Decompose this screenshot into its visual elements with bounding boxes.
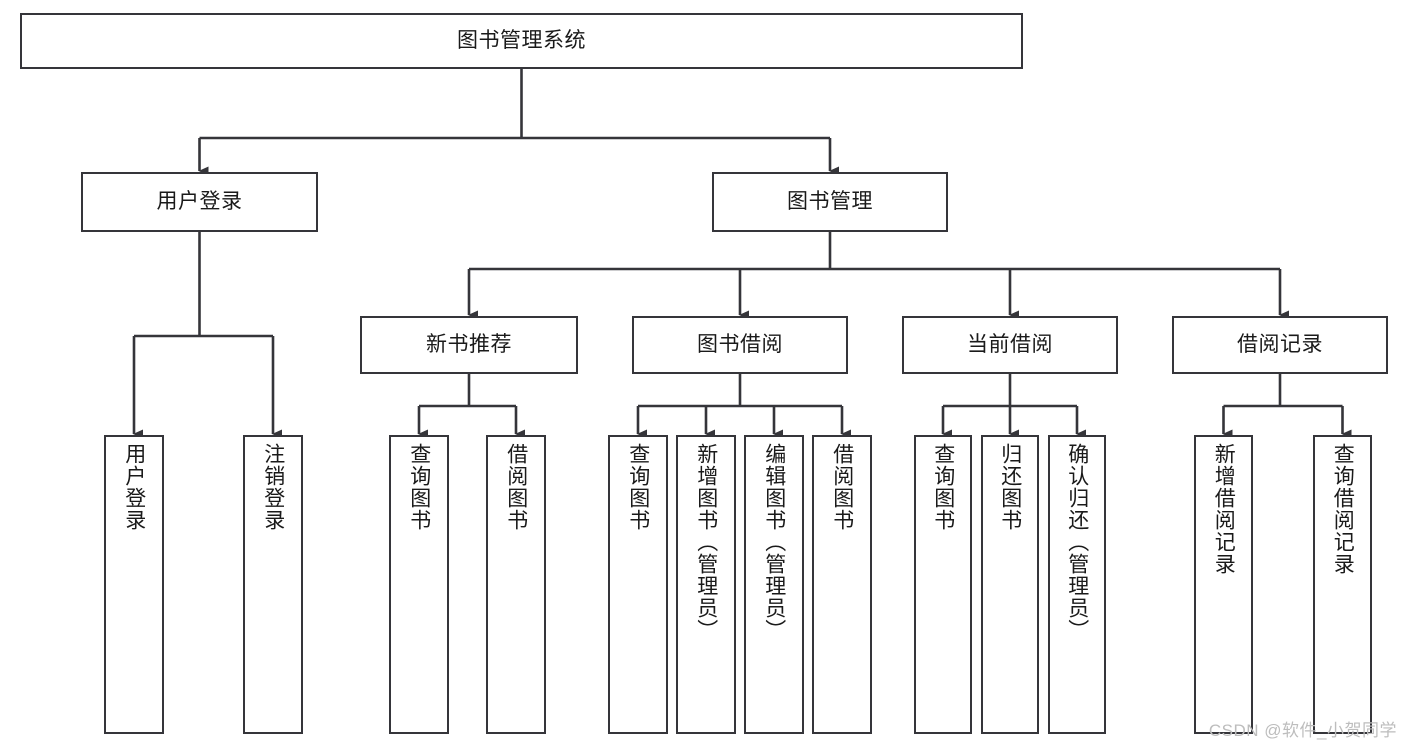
- node-label: 查询图书: [407, 443, 431, 531]
- node-leaf-br-add[interactable]: 新增借阅记录: [1194, 435, 1253, 734]
- node-book-manage[interactable]: 图书管理: [712, 172, 948, 232]
- node-leaf-bb-add[interactable]: 新增图书（管理员）: [676, 435, 736, 734]
- node-label: 新增图书（管理员）: [694, 443, 718, 641]
- node-label: 图书借阅: [697, 332, 783, 356]
- node-leaf-bb-borrow[interactable]: 借阅图书: [812, 435, 872, 734]
- node-label: 借阅图书: [830, 443, 854, 531]
- node-label: 编辑图书（管理员）: [762, 443, 786, 641]
- node-leaf-bb-edit[interactable]: 编辑图书（管理员）: [744, 435, 804, 734]
- node-label: 新增借阅记录: [1212, 443, 1236, 575]
- node-label: 查询图书: [626, 443, 650, 531]
- node-label: 借阅记录: [1237, 332, 1323, 356]
- node-label: 当前借阅: [967, 332, 1053, 356]
- node-label: 图书管理系统: [457, 28, 586, 52]
- node-label: 查询借阅记录: [1331, 443, 1355, 575]
- node-book-borrow[interactable]: 图书借阅: [632, 316, 848, 374]
- node-root[interactable]: 图书管理系统: [20, 13, 1023, 69]
- node-label: 归还图书: [998, 443, 1022, 531]
- node-borrow-record[interactable]: 借阅记录: [1172, 316, 1388, 374]
- node-label: 借阅图书: [504, 443, 528, 531]
- node-leaf-br-query[interactable]: 查询借阅记录: [1313, 435, 1372, 734]
- node-leaf-cb-confirm[interactable]: 确认归还（管理员）: [1048, 435, 1106, 734]
- csdn-watermark: CSDN @软件_小贺同学: [1208, 721, 1397, 740]
- node-label: 查询图书: [931, 443, 955, 531]
- node-label: 新书推荐: [426, 332, 512, 356]
- node-leaf-cb-return[interactable]: 归还图书: [981, 435, 1039, 734]
- node-label: 图书管理: [787, 189, 873, 213]
- node-leaf-cb-query[interactable]: 查询图书: [914, 435, 972, 734]
- node-current-borrow[interactable]: 当前借阅: [902, 316, 1118, 374]
- node-user-login[interactable]: 用户登录: [81, 172, 318, 232]
- node-leaf-user-login[interactable]: 用户登录: [104, 435, 164, 734]
- node-label: 用户登录: [122, 443, 146, 531]
- node-new-book-rec[interactable]: 新书推荐: [360, 316, 578, 374]
- node-label: 确认归还（管理员）: [1065, 443, 1089, 641]
- node-label: 用户登录: [156, 189, 243, 213]
- node-leaf-rec-query[interactable]: 查询图书: [389, 435, 449, 734]
- node-leaf-user-logout[interactable]: 注销登录: [243, 435, 303, 734]
- node-leaf-bb-query[interactable]: 查询图书: [608, 435, 668, 734]
- node-leaf-rec-borrow[interactable]: 借阅图书: [486, 435, 546, 734]
- node-label: 注销登录: [261, 443, 285, 531]
